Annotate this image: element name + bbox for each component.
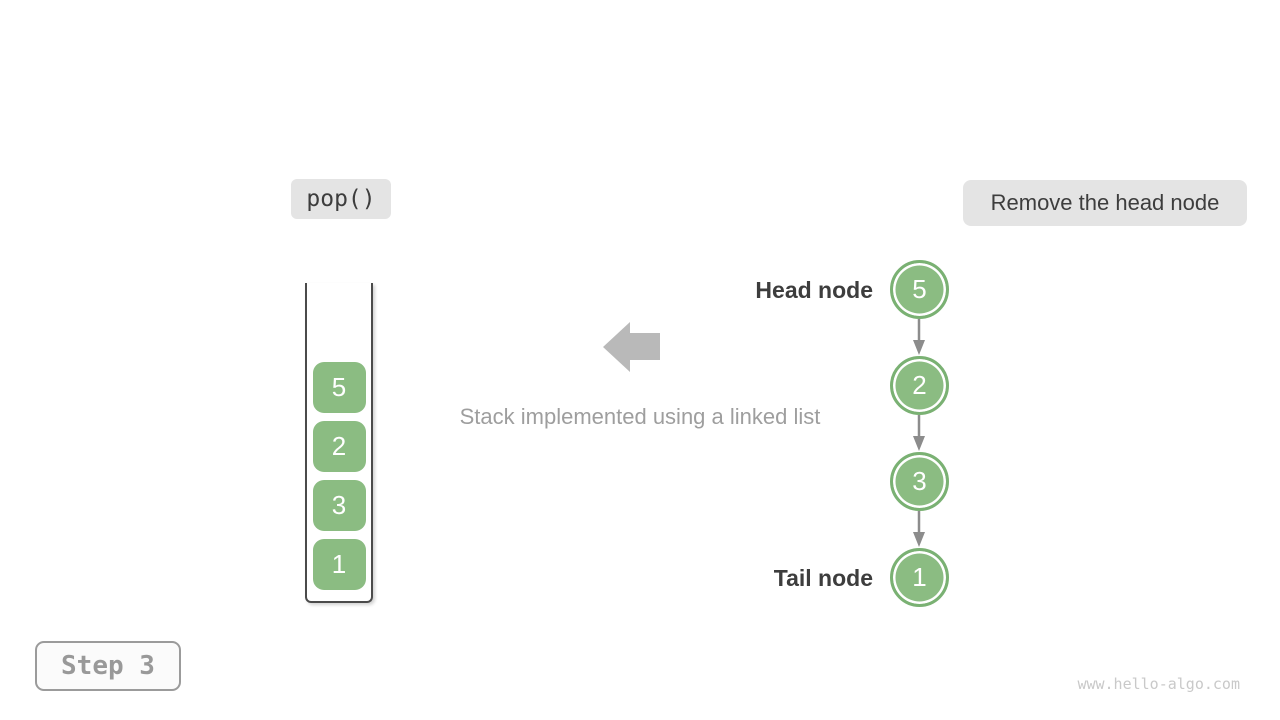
pop-operation-label: pop() [291,179,391,219]
stack-container: 5 2 3 1 [305,283,373,603]
stack-item: 5 [312,362,366,413]
linked-list-node: 3 [890,452,949,511]
step-badge: Step 3 [35,641,181,691]
stack-item: 3 [312,480,366,531]
operation-description-label: Remove the head node [963,180,1247,226]
stack-item: 2 [312,421,366,472]
next-pointer-arrow-icon [913,511,925,547]
stack-item: 1 [312,539,366,590]
linked-list-node: 1 [890,548,949,607]
next-pointer-arrow-icon [913,319,925,355]
diagram-caption: Stack implemented using a linked list [459,404,821,429]
left-arrow-icon [603,322,660,372]
watermark: www.hello-algo.com [1077,675,1240,693]
head-node-label: Head node [755,277,873,303]
next-pointer-arrow-icon [913,415,925,451]
linked-list-node: 5 [890,260,949,319]
linked-list-node: 2 [890,356,949,415]
tail-node-label: Tail node [773,565,873,591]
